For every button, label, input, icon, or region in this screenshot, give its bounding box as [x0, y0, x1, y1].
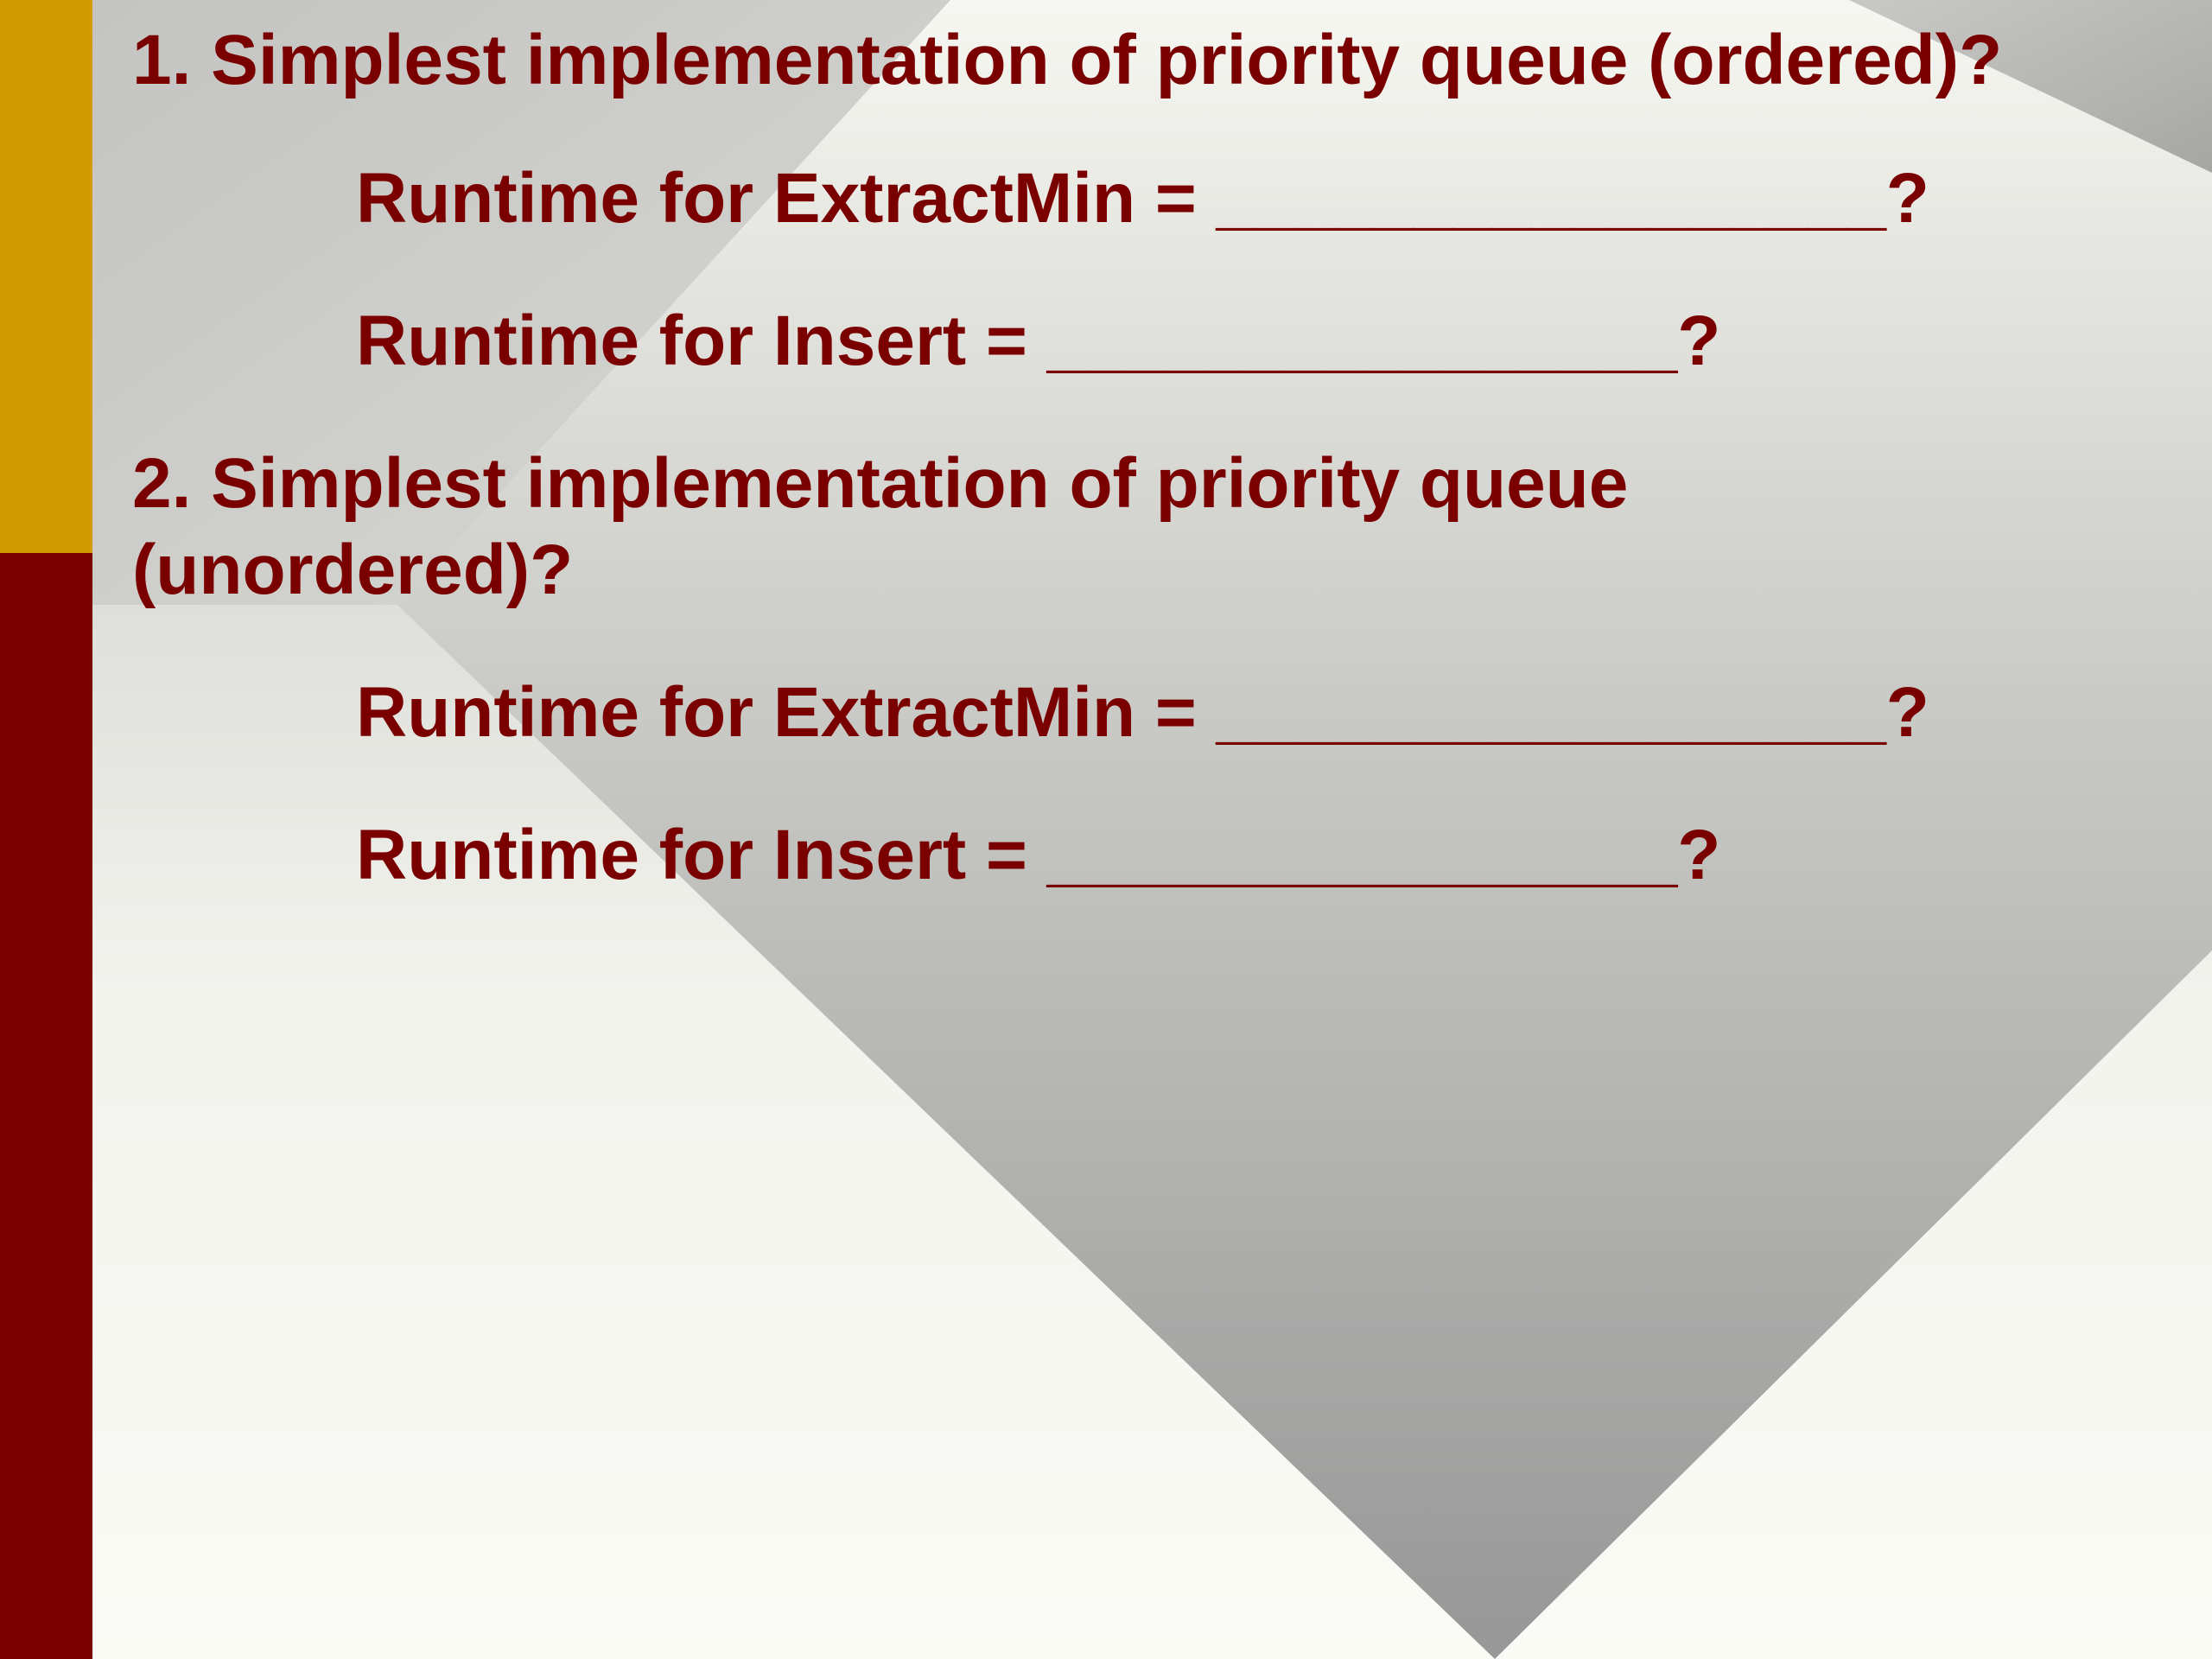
- question-2-insert: Runtime for Insert = ________________?: [356, 816, 1721, 894]
- accent-stripe-maroon: [0, 553, 92, 1659]
- question-2-line-1: 2. Simplest implementation of priority q…: [132, 444, 1629, 523]
- question-1: 1. Simplest implementation of priority q…: [132, 21, 2003, 99]
- question-2-extractmin: Runtime for ExtractMin = _______________…: [356, 673, 1929, 752]
- diamond-main: [397, 0, 2212, 1659]
- question-2-line-2: (unordered)?: [132, 531, 574, 609]
- accent-stripe-gold: [0, 0, 92, 553]
- diamond-left-corner: [92, 0, 950, 605]
- question-1-extractmin: Runtime for ExtractMin = _______________…: [356, 159, 1929, 238]
- question-1-insert: Runtime for Insert = ________________?: [356, 302, 1721, 380]
